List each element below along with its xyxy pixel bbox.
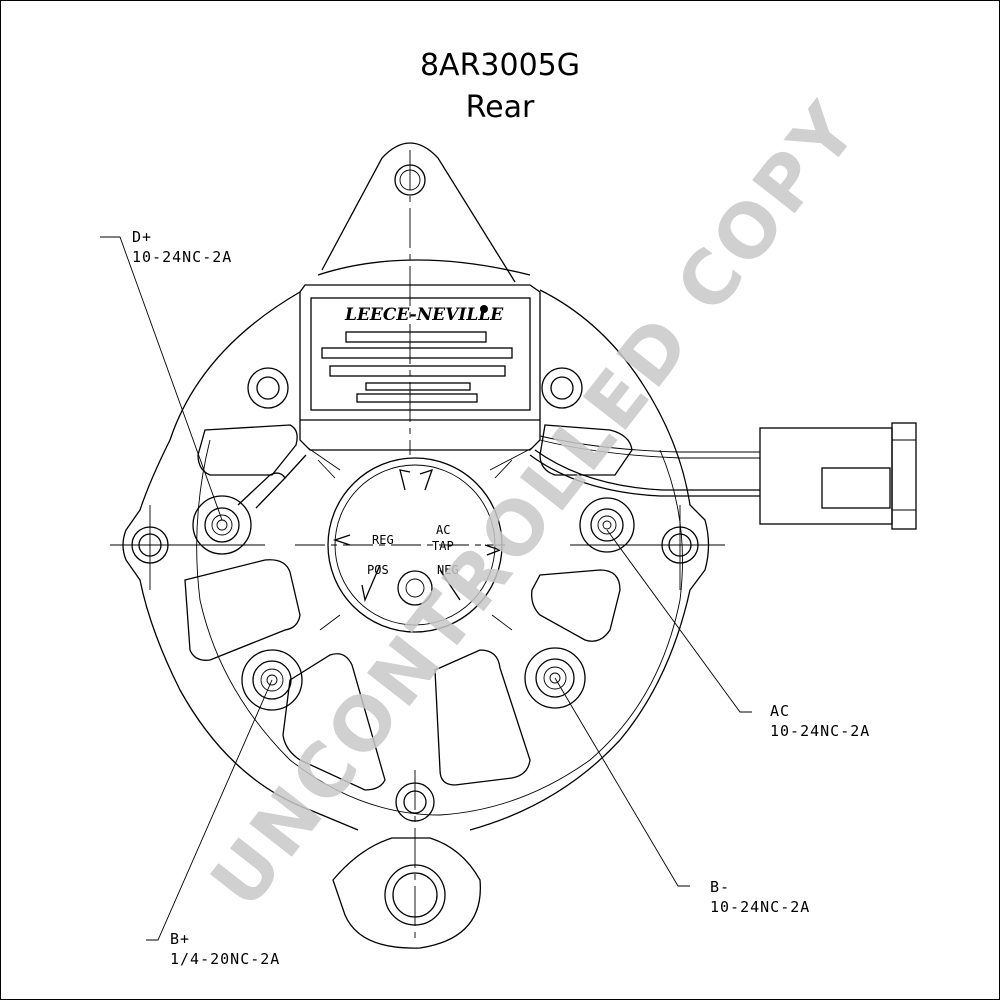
alternator-housing: [122, 289, 710, 831]
leader-lines: [100, 236, 752, 941]
b-minus-name: B-: [710, 878, 730, 896]
watermark: UNCONTROLLED COPY: [195, 85, 876, 923]
regulator-mount-bosses: [247, 367, 583, 409]
d-plus-spec: 10-24NC-2A: [132, 248, 232, 266]
neg-label: NEG: [437, 563, 459, 577]
callout-ac: AC 10-24NC-2A: [770, 702, 870, 740]
top-mounting-ear: [321, 142, 516, 283]
d-plus-name: D+: [132, 228, 152, 246]
view-subtitle: Rear: [466, 90, 535, 125]
ac-name: AC: [770, 702, 790, 720]
part-number-title: 8AR3005G: [420, 48, 580, 83]
brand-label: LEECE-NEVILLE: [344, 305, 504, 325]
centerlines: [110, 150, 725, 940]
b-minus-spec: 10-24NC-2A: [710, 898, 810, 916]
b-plus-spec: 1/4-20NC-2A: [170, 950, 280, 968]
plug-connector: [529, 422, 917, 530]
b-plus-name: B+: [170, 930, 190, 948]
reg-label: REG: [372, 533, 394, 547]
ac-tap-label-tap: TAP: [432, 539, 454, 553]
terminal-d-plus: [192, 454, 307, 555]
terminal-b-plus: [241, 649, 303, 711]
pos-label: POS: [367, 563, 389, 577]
regulator-module: LEECE-NEVILLE: [299, 259, 541, 471]
callout-b-plus: B+ 1/4-20NC-2A: [170, 930, 280, 968]
terminal-b-minus: [524, 647, 586, 709]
ac-spec: 10-24NC-2A: [770, 722, 870, 740]
central-bearing-boss: [317, 457, 513, 633]
housing-labels: REG AC TAP POS NEG: [367, 523, 459, 577]
callout-b-minus: B- 10-24NC-2A: [710, 878, 810, 916]
callout-d-plus: D+ 10-24NC-2A: [132, 228, 232, 266]
bottom-mounting-ear: [332, 837, 481, 949]
ac-tap-label-ac: AC: [436, 523, 450, 537]
terminal-ac: [579, 497, 635, 553]
side-bolts: [131, 526, 699, 822]
